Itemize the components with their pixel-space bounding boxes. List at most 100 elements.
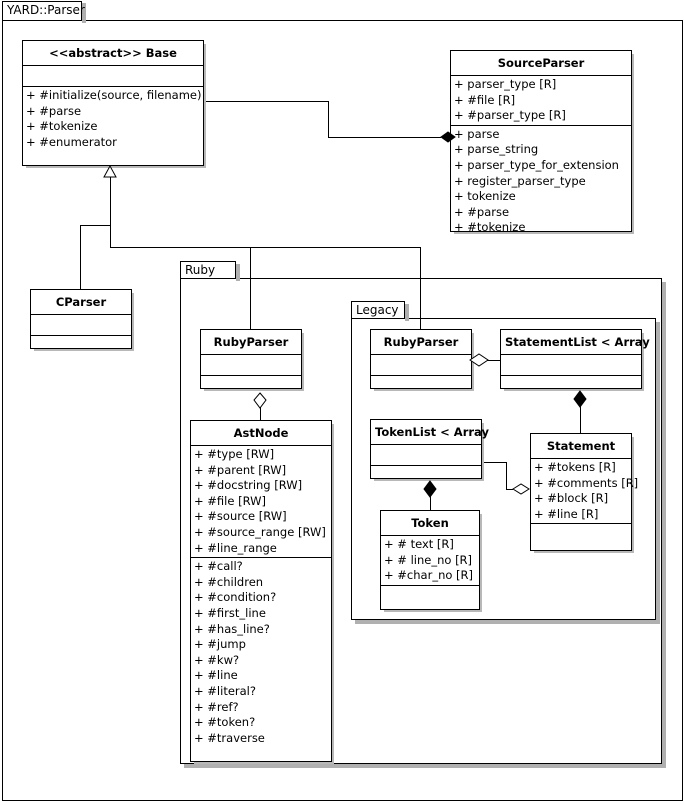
astnode-class-name: AstNode xyxy=(191,421,331,446)
astnode-class[interactable]: AstNode + #type [RW] + #parent [RW] + #d… xyxy=(190,420,332,762)
sourceparser-class-attributes: + parser_type [R] + #file [R] + #parser_… xyxy=(451,76,631,126)
edge-base-sourceparser-seg2 xyxy=(328,101,329,137)
rubyparser-class[interactable]: RubyParser xyxy=(200,329,302,389)
legacy-package-shadow-bottom xyxy=(355,620,660,624)
class-member: + #docstring [RW] xyxy=(194,478,303,493)
class-member: + #ref? xyxy=(194,699,239,714)
class-member: + #call? xyxy=(194,559,243,574)
class-member: + #children xyxy=(194,574,264,589)
legacy-rubyparser-class[interactable]: RubyParser xyxy=(370,329,472,389)
class-member: + #file [R] xyxy=(454,92,516,107)
ruby-package-shadow-bottom xyxy=(184,764,666,768)
class-member: + # text [R] xyxy=(384,537,454,551)
tokenlist-class[interactable]: TokenList < Array xyxy=(370,419,489,479)
diagram-frame-tab: YARD::Parser xyxy=(2,1,85,21)
ruby-package-tab-shadow xyxy=(236,264,240,281)
class-member: + #type [RW] xyxy=(194,447,275,461)
generalization-triangle-base xyxy=(103,164,117,178)
aggregation-diamond-statementlist xyxy=(469,353,489,367)
legacy-rubyparser-class-attributes xyxy=(371,355,471,376)
aggregation-diamond-tokenlist xyxy=(512,483,530,495)
composition-diamond-statement xyxy=(573,390,587,408)
edge-base-sourceparser-seg1 xyxy=(204,101,328,102)
class-member: + #parse xyxy=(26,103,82,118)
class-member: + register_parser_type xyxy=(454,173,586,188)
class-member: + parser_type [R] xyxy=(454,77,557,91)
composition-diamond-token xyxy=(423,480,437,498)
class-member: + #tokenize xyxy=(454,220,526,235)
class-member: + #enumerator xyxy=(26,134,117,149)
class-member: + #tokens [R] xyxy=(534,460,616,474)
class-member: + parser_type_for_extension xyxy=(454,157,619,172)
statement-class-name: Statement xyxy=(531,434,631,459)
class-member: + #traverse xyxy=(194,730,265,745)
base-class-name: <<abstract>> Base xyxy=(23,41,203,66)
class-member: + #char_no [R] xyxy=(384,568,474,583)
statementlist-class-attributes xyxy=(501,355,641,376)
edge-generalization-bus-left xyxy=(80,225,111,226)
cparser-class-attributes xyxy=(31,315,131,336)
class-member: + #tokenize xyxy=(26,119,98,134)
sourceparser-class-operations: + parse + parse_string + parser_type_for… xyxy=(451,126,631,237)
class-member: + #literal? xyxy=(194,683,256,698)
class-member: + #line_range xyxy=(194,540,277,555)
class-member: + #parent [RW] xyxy=(194,462,287,477)
edge-statementlist-statement xyxy=(580,393,581,433)
ruby-package-tab: Ruby xyxy=(180,261,236,279)
cparser-class-name: CParser xyxy=(31,290,131,315)
diagram-frame-tab-shadow xyxy=(82,3,86,23)
edge-statement-tokenlist-seg3 xyxy=(506,489,513,490)
sourceparser-class[interactable]: SourceParser + parser_type [R] + #file [… xyxy=(450,50,632,234)
tokenlist-class-name: TokenList < Array xyxy=(371,420,489,445)
diagram-frame xyxy=(2,20,683,801)
ruby-package-frame xyxy=(180,278,662,764)
class-member: + parse xyxy=(454,126,500,141)
base-class-operations: + #initialize(source, filename) + #parse… xyxy=(23,87,203,151)
edge-generalization-trunk2 xyxy=(110,225,111,247)
class-member: + #parse xyxy=(454,204,510,219)
cparser-class[interactable]: CParser xyxy=(30,289,132,349)
class-member: + #file [RW] xyxy=(194,493,266,508)
class-member: + #block [R] xyxy=(534,491,609,506)
diagram-title: YARD::Parser xyxy=(7,3,85,17)
base-class[interactable]: <<abstract>> Base + #initialize(source, … xyxy=(22,40,204,166)
class-member: + #line [R] xyxy=(534,506,599,521)
class-member: + #token? xyxy=(194,715,256,730)
class-member: + #has_line? xyxy=(194,621,270,636)
edge-base-sourceparser-seg3 xyxy=(328,137,441,138)
class-member: + tokenize xyxy=(454,189,516,204)
sourceparser-class-name: SourceParser xyxy=(451,51,631,76)
class-member: + #kw? xyxy=(194,652,240,667)
class-member: + #condition? xyxy=(194,590,277,605)
legacy-package-tab-shadow xyxy=(405,304,409,321)
class-member: + #line xyxy=(194,668,238,683)
edge-statement-tokenlist-seg2 xyxy=(506,462,507,489)
edge-generalization-cparser-drop xyxy=(80,225,81,289)
base-class-attributes xyxy=(23,66,203,87)
edge-generalization-legacyrubyparser-drop xyxy=(420,247,421,329)
ruby-package-label: Ruby xyxy=(185,263,216,277)
tokenlist-class-attributes xyxy=(371,445,481,466)
legacy-package-shadow-right xyxy=(656,322,660,624)
statementlist-class-name: StatementList < Array xyxy=(501,330,650,355)
composition-diamond-sourceparser xyxy=(440,131,456,143)
class-member: + # line_no [R] xyxy=(384,552,473,567)
legacy-package-label: Legacy xyxy=(356,303,399,317)
class-member: + #jump xyxy=(194,637,246,652)
edge-generalization-trunk xyxy=(110,171,111,226)
token-class-name: Token xyxy=(381,511,479,536)
astnode-class-attributes: + #type [RW] + #parent [RW] + #docstring… xyxy=(191,446,331,559)
class-member: + #parser_type [R] xyxy=(454,108,566,123)
edge-generalization-bus-right xyxy=(110,247,421,248)
legacy-package-tab: Legacy xyxy=(351,301,405,319)
statement-class-attributes: + #tokens [R] + #comments [R] + #block [… xyxy=(531,459,639,525)
rubyparser-class-attributes xyxy=(201,355,301,376)
class-member: + #comments [R] xyxy=(534,475,639,490)
statement-class[interactable]: Statement + #tokens [R] + #comments [R] … xyxy=(530,433,639,551)
token-class[interactable]: Token + # text [R] + # line_no [R] + #ch… xyxy=(380,510,480,610)
class-member: + #initialize(source, filename) xyxy=(26,88,202,102)
class-member: + #source_range [RW] xyxy=(194,524,326,539)
statementlist-class[interactable]: StatementList < Array xyxy=(500,329,650,389)
